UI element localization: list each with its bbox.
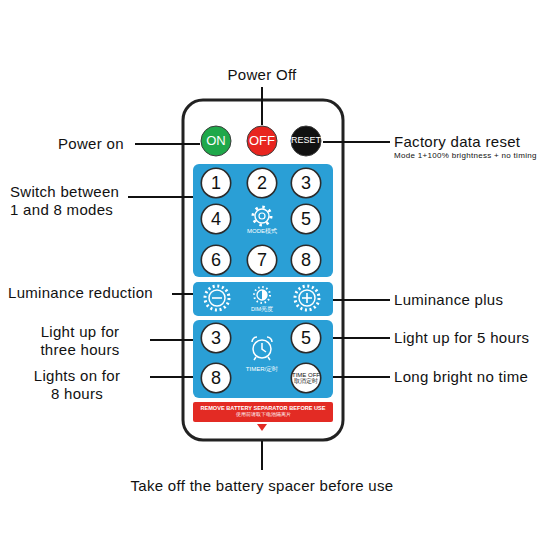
button-label: RESET bbox=[291, 136, 321, 145]
callout-label: Light up for 5 hours bbox=[394, 329, 549, 347]
power-off-button: OFF bbox=[246, 125, 278, 157]
dim-panel: DIM亮度 bbox=[193, 282, 333, 316]
gear-icon bbox=[253, 207, 271, 225]
mode-panel: MODE模式 1 2 3 4 5 6 7 8 bbox=[193, 164, 333, 277]
leader-line bbox=[135, 143, 200, 145]
timer-off-button: TIME OFF 取消定时 bbox=[290, 362, 322, 394]
button-label: 1 bbox=[211, 174, 221, 193]
callout-note: Mode 1+100% brightness + no timing bbox=[394, 151, 549, 161]
brightness-plus-icon bbox=[295, 286, 319, 310]
callout-label: Light up for three hours bbox=[30, 323, 130, 359]
button-label: 8 bbox=[301, 251, 311, 270]
timer-button: 8 bbox=[200, 362, 232, 394]
button-circle bbox=[247, 126, 277, 156]
leader-line bbox=[261, 87, 263, 125]
caption-label: Take off the battery spacer before use bbox=[62, 477, 462, 495]
number-button: 7 bbox=[246, 244, 278, 276]
panel-label: DIM亮度 bbox=[237, 307, 287, 313]
button-label: 5 bbox=[301, 329, 311, 348]
number-button: 8 bbox=[290, 244, 322, 276]
button-circle bbox=[291, 323, 320, 352]
number-button: 1 bbox=[200, 167, 232, 199]
panel-label: 使用前请取下电池隔离片 bbox=[236, 412, 291, 417]
leader-lines bbox=[128, 87, 390, 470]
button-circle bbox=[291, 363, 320, 392]
leader-line bbox=[128, 196, 196, 198]
button-label: 3 bbox=[211, 329, 221, 348]
button-circle bbox=[201, 245, 230, 274]
number-button: 2 bbox=[246, 167, 278, 199]
callout-label: Power on bbox=[58, 135, 138, 153]
timer-panel: TIMER/定时 3 5 8 TIME OFF 取消定时 bbox=[193, 320, 333, 398]
brightness-minus-icon bbox=[205, 286, 229, 310]
remote-body bbox=[183, 100, 343, 440]
button-label: 7 bbox=[257, 251, 267, 270]
button-label: 5 bbox=[301, 210, 311, 229]
button-circle bbox=[201, 126, 231, 156]
power-on-button: ON bbox=[200, 125, 232, 157]
button-circle bbox=[291, 204, 320, 233]
button-circle bbox=[291, 245, 320, 274]
button-label: 8 bbox=[211, 369, 221, 388]
button-label: OFF bbox=[249, 134, 275, 148]
callout-label: Switch between 1 and 8 modes bbox=[10, 183, 122, 219]
warning-strip: REMOVE BATTERY SEPARATOR BEFORE USE使用前请取… bbox=[193, 402, 333, 422]
arrow-marker bbox=[257, 424, 267, 431]
panel-label: MODE模式 bbox=[237, 228, 287, 234]
callout-label: Lights on for 8 hours bbox=[32, 367, 122, 403]
callout-label: Power Off bbox=[212, 66, 312, 84]
button-circle bbox=[291, 168, 320, 197]
button-label: TIME OFF 取消定时 bbox=[291, 372, 321, 385]
button-circle bbox=[201, 204, 230, 233]
button-circle bbox=[201, 168, 230, 197]
leader-line bbox=[261, 441, 263, 470]
number-button: 6 bbox=[200, 244, 232, 276]
button-label: ON bbox=[206, 134, 226, 148]
leader-line bbox=[323, 141, 390, 143]
callout-label: Long bright no time bbox=[394, 368, 549, 386]
button-circle bbox=[201, 363, 230, 392]
button-circle bbox=[247, 245, 276, 274]
button-label: 6 bbox=[211, 251, 221, 270]
callout-label: Factory data reset bbox=[394, 133, 549, 151]
dim-icon bbox=[254, 287, 270, 303]
number-button: 5 bbox=[290, 203, 322, 235]
button-circle bbox=[247, 168, 276, 197]
timer-button: 3 bbox=[200, 322, 232, 354]
callout-label: Luminance plus bbox=[394, 291, 549, 309]
panel-label: TIMER/定时 bbox=[232, 366, 292, 372]
button-label: 3 bbox=[301, 174, 311, 193]
reset-button: RESET bbox=[290, 125, 322, 157]
button-circle bbox=[201, 323, 230, 352]
timer-button: 5 bbox=[290, 322, 322, 354]
number-button: 4 bbox=[200, 203, 232, 235]
alarm-clock-icon bbox=[252, 337, 272, 360]
button-label: 2 bbox=[257, 174, 267, 193]
button-circle bbox=[291, 126, 321, 156]
number-button: 3 bbox=[290, 167, 322, 199]
callout-label: Luminance reduction bbox=[8, 284, 173, 302]
button-label: 4 bbox=[211, 210, 221, 229]
